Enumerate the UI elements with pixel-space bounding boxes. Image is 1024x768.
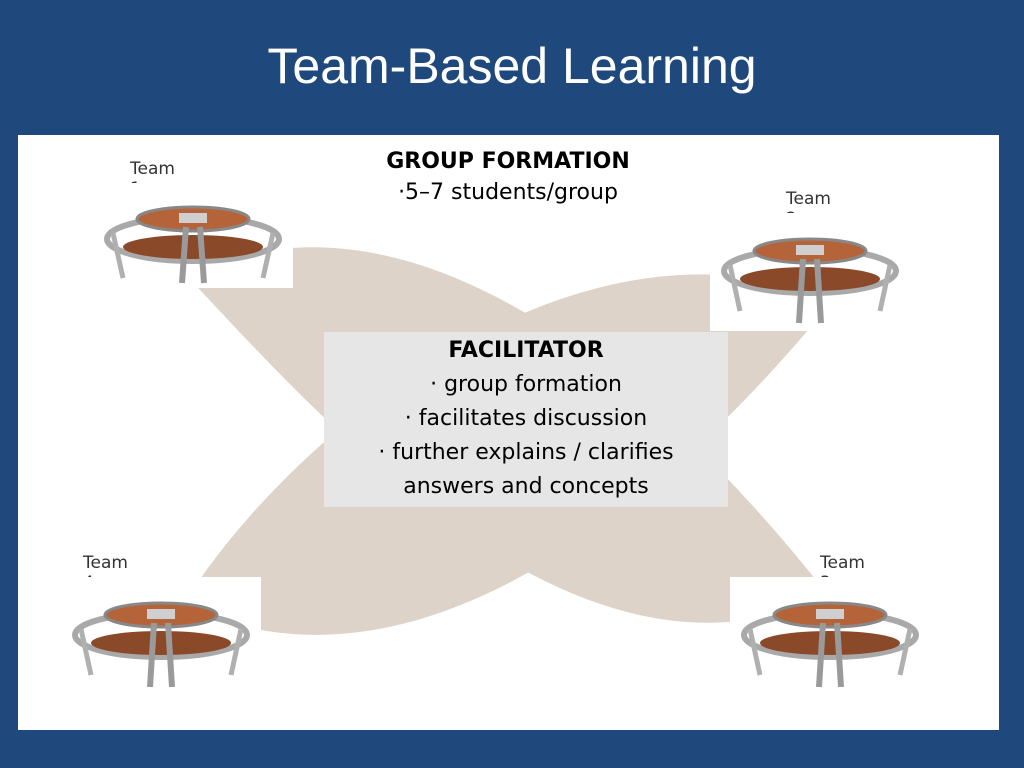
round-table-icon bbox=[93, 183, 293, 288]
round-table-icon bbox=[710, 213, 910, 331]
round-table-icon bbox=[730, 577, 930, 692]
group-size-text: ·5–7 students/group bbox=[398, 180, 618, 205]
facilitator-item: · group formation bbox=[430, 372, 622, 397]
slide-title: Team-Based Learning bbox=[267, 38, 757, 94]
group-formation-heading: GROUP FORMATION bbox=[386, 149, 630, 174]
round-table-icon bbox=[61, 577, 261, 692]
group-formation-block: GROUP FORMATION ·5–7 students/group bbox=[348, 147, 668, 209]
diagram-panel: Team 1 Team 2 Team 4 bbox=[18, 135, 999, 730]
facilitator-item: answers and concepts bbox=[403, 474, 649, 499]
facilitator-heading: FACILITATOR bbox=[448, 338, 604, 363]
facilitator-item: · facilitates discussion bbox=[404, 406, 648, 431]
facilitator-item: · further explains / clarifies bbox=[378, 440, 674, 465]
facilitator-box: FACILITATOR · group formation · facilita… bbox=[324, 332, 728, 507]
